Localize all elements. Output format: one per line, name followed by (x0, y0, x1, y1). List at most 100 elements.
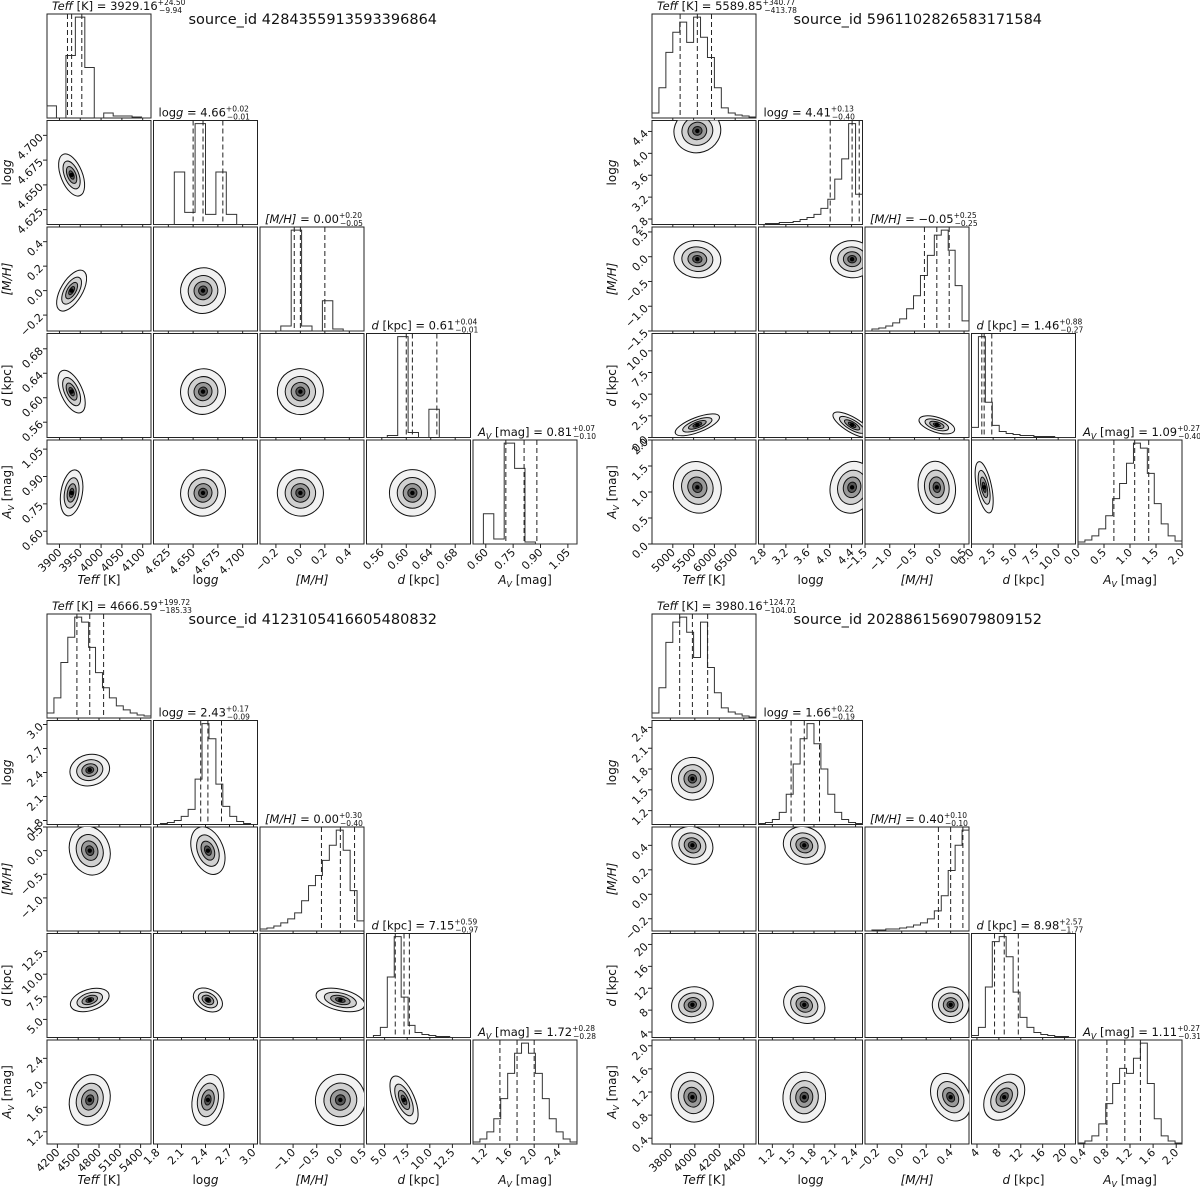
panel-frame (46, 933, 152, 1038)
label-rest: [mag] = (491, 1025, 546, 1039)
histogram-panel-4: d [kpc] = 8.98+2.57−1.77 (971, 918, 1083, 1042)
x-tick-label: 4400 (720, 1146, 749, 1175)
label-rest: [kpc] = (984, 319, 1034, 333)
label-rest: [kpc] (1010, 573, 1044, 587)
upper-error: +0.25 (954, 211, 977, 220)
x-tick-label: 2.7 (213, 1146, 235, 1168)
median-value: 4.41 (805, 106, 831, 120)
x-tick-label: 0.4 (934, 1146, 956, 1168)
histogram-title: Teff [K] = 5589.85+340.77−413.78 (657, 0, 797, 15)
x-tick-label: 0.8 (1090, 1146, 1112, 1168)
x-axis-label: [M/H] (296, 1173, 329, 1187)
x-tick-label: −0.2 (854, 1146, 882, 1174)
contour-group (983, 1073, 1026, 1121)
y-tick-label: 0.2 (629, 866, 651, 888)
contour-group (180, 469, 226, 517)
lower-error: −413.78 (764, 6, 797, 15)
upper-error: +0.02 (226, 105, 249, 114)
label-rest: [mag] (0, 1065, 14, 1105)
label-rest: [kpc] (0, 365, 14, 399)
label-symbol: g (816, 1173, 824, 1187)
contour-group (389, 1075, 419, 1125)
density-peak (69, 288, 74, 293)
histogram-panel-3: [M/H] = −0.05+0.25−0.25 (864, 211, 978, 335)
contour-group (931, 986, 969, 1024)
y-tick-label: 0.68 (19, 345, 46, 372)
x-tick-label: 1.5 (777, 1146, 799, 1168)
median-value: 4.66 (200, 106, 226, 120)
y-tick-label: 4.675 (14, 156, 45, 187)
contour-panel-4-2 (153, 333, 258, 442)
contour-group (671, 986, 714, 1024)
y-tick-label: −0.2 (623, 915, 651, 943)
contour-group (69, 753, 111, 787)
y-tick-label: 10.0 (19, 970, 46, 997)
panel-frame (651, 613, 757, 719)
label-symbol: d (0, 998, 14, 1006)
label-rest: [kpc] (1010, 1173, 1044, 1187)
histogram-title: [M/H] = −0.05+0.25−0.25 (870, 211, 978, 228)
x-tick-label: 5400 (117, 1146, 146, 1175)
label-symbol: d (372, 919, 380, 933)
y-tick-label: 0.5 (629, 514, 651, 536)
y-tick-label: 1.05 (19, 445, 46, 472)
y-tick-label: 20 (632, 940, 651, 959)
y-tick-label: 1.5 (629, 462, 651, 484)
label-rest: [K] = (678, 599, 715, 613)
density-peak (69, 172, 74, 178)
y-tick-label: −0.5 (623, 277, 651, 305)
label-subscript: V (1111, 1180, 1117, 1189)
label-rest: [kpc] (605, 365, 619, 399)
x-tick-label: 4 (968, 1146, 982, 1160)
contour-panel-4-3 (864, 933, 970, 1042)
label-rest: [mag] (0, 465, 14, 505)
lower-error: −0.19 (832, 713, 855, 722)
x-tick-label: 2.5 (977, 546, 999, 568)
density-peak (948, 1095, 953, 1100)
contour-group (192, 987, 223, 1013)
histogram-panel-3: [M/H] = 0.40+0.10−0.10 (864, 811, 970, 935)
label-rest: [mag] (1117, 1173, 1157, 1187)
histogram-step (651, 616, 757, 718)
histogram-step (153, 123, 258, 225)
density-peak (934, 485, 940, 490)
y-tick-label: −1.0 (623, 302, 651, 330)
y-tick-label: 3.2 (629, 193, 651, 215)
label-symbol: [M/H] (296, 1173, 329, 1187)
label-eq: = (183, 106, 200, 120)
label-rest: log (159, 706, 177, 720)
panel-frame (651, 933, 757, 1038)
x-tick-label: 3.6 (791, 546, 813, 568)
label-symbol: Teff (683, 573, 706, 587)
histogram-title: AV [mag] = 0.81+0.07−0.10 (477, 424, 596, 441)
label-rest: [kpc] = (984, 919, 1034, 933)
contour-group (673, 120, 722, 154)
y-tick-label: 4.0 (629, 149, 651, 171)
upper-error: +0.17 (226, 705, 249, 714)
histogram-title: d [kpc] = 1.46+0.88−0.27 (977, 318, 1084, 335)
histogram-step (366, 336, 471, 438)
upper-error: +0.13 (831, 105, 854, 114)
y-tick-label: 16 (632, 962, 651, 981)
label-symbol: A (477, 1025, 486, 1039)
label-rest: [K] (704, 1173, 725, 1187)
histogram-step (153, 723, 258, 825)
histogram-panel-2: logg = 2.43+0.17−0.09 (153, 705, 258, 829)
contour-panel-4-3 (259, 333, 365, 442)
label-symbol: g (176, 106, 183, 120)
density-peak (690, 776, 695, 781)
panel-frame (366, 933, 471, 1038)
median-value: 8.98 (1034, 919, 1060, 933)
density-peak (695, 422, 700, 428)
density-peak (200, 288, 206, 293)
x-axis-label: logg (193, 1173, 219, 1187)
contour-group (829, 240, 863, 279)
x-tick-label: 0.60 (385, 546, 412, 573)
label-rest: log (0, 767, 14, 785)
